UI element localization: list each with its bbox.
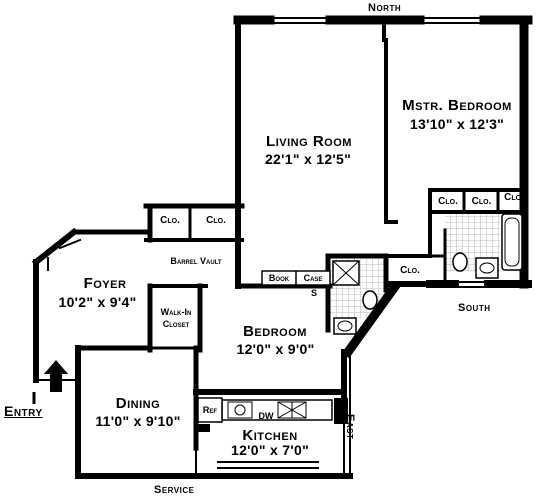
closet-label-2: Clo.: [206, 215, 226, 226]
closet-label-6: Clo.: [400, 265, 420, 276]
entry-label: Entry: [4, 403, 43, 419]
master-bedroom-dims: 13'10" x 12'3": [409, 116, 505, 132]
toilet-hall-bath: [362, 290, 378, 310]
walk-in-label: Walk-In: [160, 307, 192, 317]
entry-arrow-icon: [44, 360, 68, 392]
east-label: East: [344, 414, 356, 440]
service-label: Service: [154, 484, 195, 496]
foyer-name: Foyer: [83, 275, 127, 292]
foyer-dims: 10'2" x 9'4": [58, 294, 137, 310]
barrel-vault-label: Barrel Vault: [170, 256, 222, 266]
shower-s-label: S: [310, 288, 317, 298]
book-label: Book: [268, 273, 290, 283]
exterior-walls: [31, 15, 533, 479]
kitchen-name: Kitchen: [242, 427, 298, 444]
bedroom-name: Bedroom: [243, 323, 307, 340]
closet-label-3: Clo.: [438, 196, 458, 207]
dining-dims: 11'0" x 9'10": [95, 413, 181, 429]
closet-label-5: Clo.: [504, 192, 524, 203]
closet-word-label: Closet: [162, 319, 190, 329]
south-label: South: [458, 302, 491, 314]
toilet-master-bath: [452, 252, 468, 272]
closet-label-4: Clo.: [471, 196, 492, 207]
dining-name: Dining: [115, 395, 161, 412]
sink-hall-bath: [337, 320, 353, 332]
living-room-dims: 22'1" x 12'5": [264, 151, 352, 167]
north-label: North: [368, 2, 402, 14]
bedroom-dims: 12'0" x 9'0": [236, 341, 315, 357]
dw-label: DW: [258, 411, 274, 421]
ref-label: Ref: [202, 405, 218, 415]
kitchen-sink: [227, 401, 253, 419]
master-bedroom-name: Mstr. Bedroom: [402, 97, 512, 114]
refrigerator: [197, 397, 223, 423]
kitchen-dims: 12'0" x 7'0": [230, 442, 310, 458]
case-label: Case: [303, 273, 323, 283]
closet-label-1: Clo.: [160, 215, 180, 226]
living-room-name: Living Room: [266, 133, 352, 150]
sink-master-bath: [479, 262, 495, 274]
